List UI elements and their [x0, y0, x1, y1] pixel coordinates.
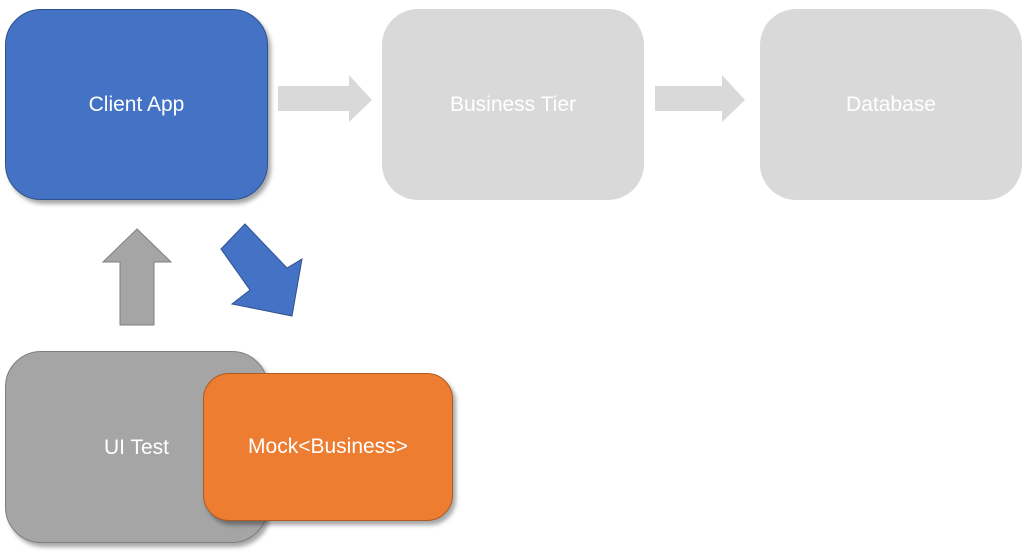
arrow-uitest-to-clientapp: [101, 228, 173, 326]
arrow-business-to-database: [655, 75, 745, 122]
business-tier-label: Business Tier: [449, 92, 577, 116]
ui-test-label: UI Test: [104, 436, 169, 459]
arrow-clientapp-to-mock: [220, 223, 303, 317]
arrow-client-to-business: [278, 75, 372, 122]
mock-business-box: Mock<Business>: [203, 373, 453, 521]
client-app-label: Client App: [88, 92, 185, 116]
client-app-box: Client App: [5, 9, 268, 200]
database-box: Database: [760, 9, 1022, 200]
mock-business-label: Mock<Business>: [248, 435, 408, 458]
database-label: Database: [846, 92, 936, 116]
business-tier-box: Business Tier: [382, 9, 644, 200]
